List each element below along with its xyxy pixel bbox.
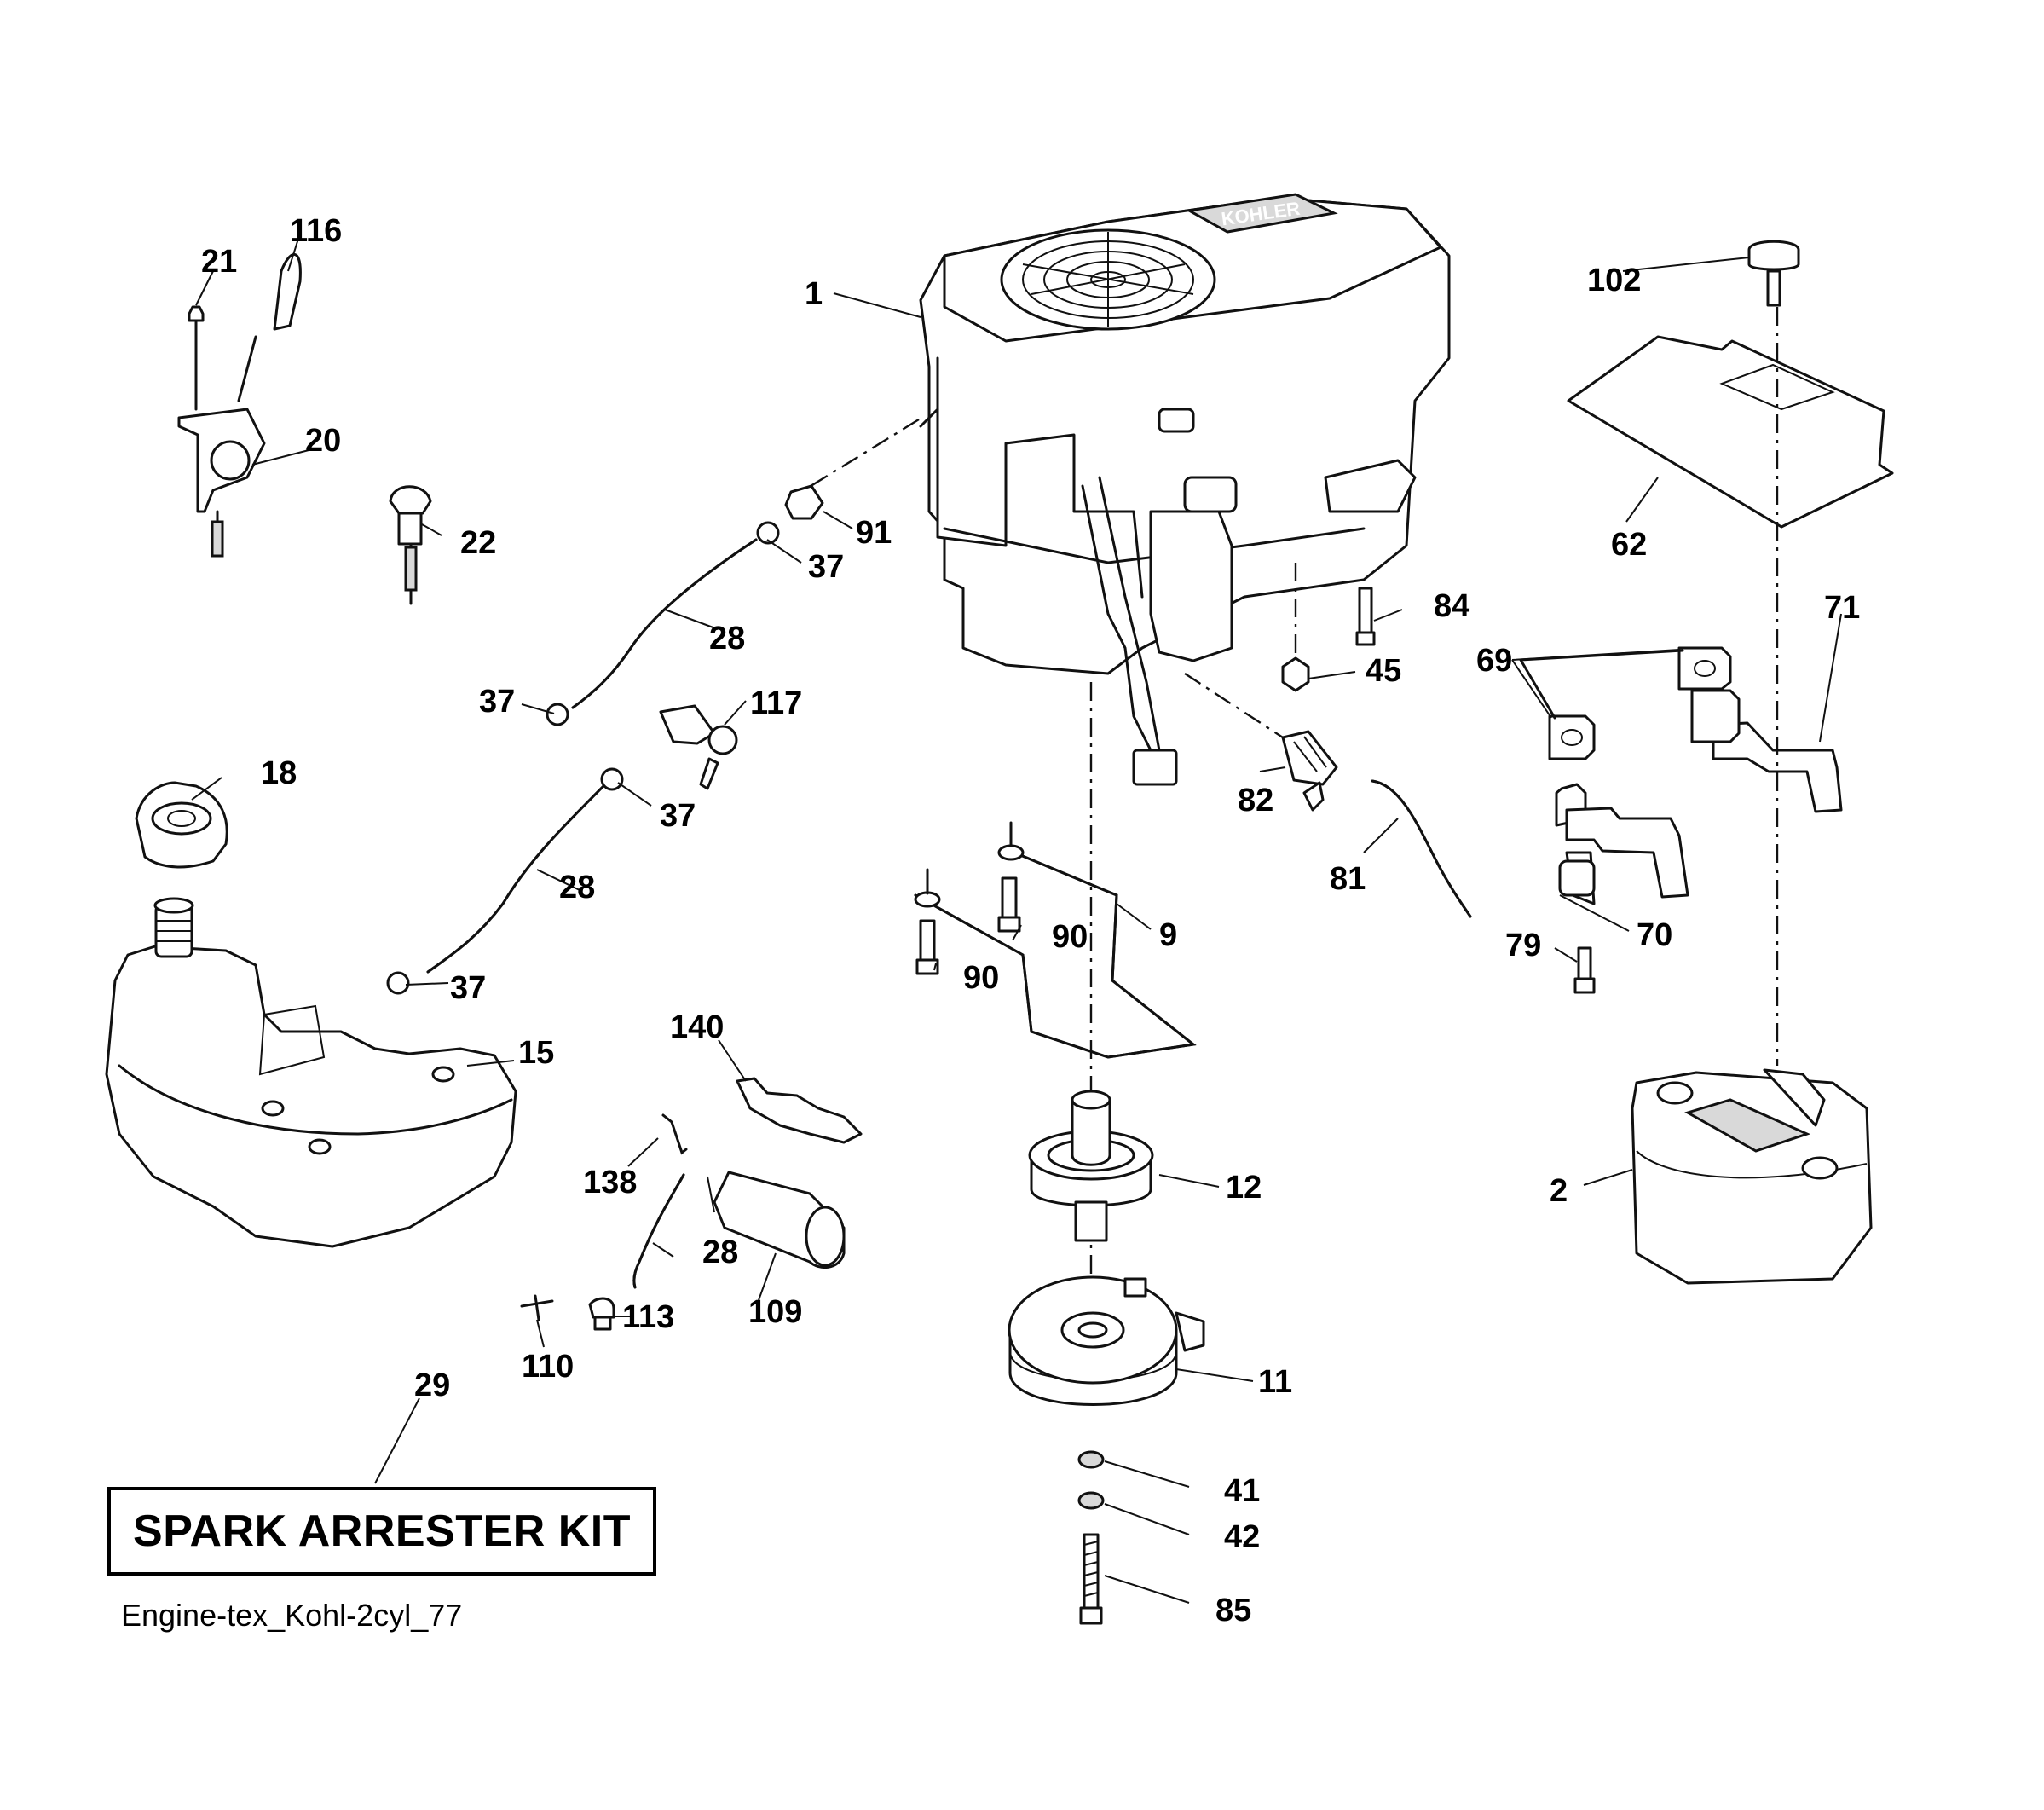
callout-45: 45	[1366, 653, 1402, 689]
callout-110: 110	[522, 1349, 575, 1385]
callout-84: 84	[1434, 588, 1470, 624]
heat-shield	[1567, 240, 1894, 529]
throttle-control-assembly	[177, 253, 302, 558]
bolts-and-nuts	[1281, 563, 1596, 994]
fuel-shutoff-valve	[659, 704, 738, 790]
fuel-hoses	[386, 521, 1472, 1289]
callout-116: 116	[290, 213, 343, 249]
callout-41: 41	[1224, 1473, 1261, 1509]
callout-21: 21	[201, 244, 238, 280]
callout-15: 15	[518, 1035, 555, 1071]
callout-69: 69	[1476, 643, 1513, 679]
callout-42: 42	[1224, 1519, 1261, 1555]
fuel-solenoid-parts	[520, 1077, 863, 1331]
fuel-cap	[135, 781, 228, 869]
callout-90b: 90	[963, 960, 1000, 996]
engine: KOHLER	[919, 193, 1451, 786]
callout-109: 109	[748, 1294, 803, 1330]
callout-20: 20	[305, 423, 342, 459]
callout-70: 70	[1637, 917, 1673, 953]
callout-29: 29	[414, 1368, 451, 1403]
callout-37d: 37	[450, 970, 487, 1006]
fuel-fitting	[784, 418, 920, 520]
callout-79: 79	[1505, 928, 1542, 963]
callout-11: 11	[1258, 1364, 1293, 1400]
callout-102: 102	[1587, 263, 1642, 298]
callout-62: 62	[1611, 527, 1648, 563]
callout-140: 140	[670, 1009, 725, 1045]
callout-37c: 37	[660, 798, 696, 834]
callout-18: 18	[261, 755, 297, 791]
fuel-tank	[105, 897, 517, 1248]
callout-117: 117	[750, 685, 803, 721]
pulley	[1028, 1090, 1154, 1242]
callout-37b: 37	[479, 684, 516, 720]
callout-2: 2	[1550, 1173, 1568, 1209]
callout-82: 82	[1238, 783, 1274, 818]
choke-knob	[389, 485, 432, 605]
callout-113: 113	[622, 1299, 675, 1335]
callout-37a: 37	[808, 549, 845, 585]
fuel-filter	[1184, 672, 1338, 812]
spark-arrester-kit-box: SPARK ARRESTER KIT	[107, 1487, 656, 1576]
callout-90a: 90	[1052, 919, 1088, 955]
washers-and-bolt	[1077, 1450, 1105, 1625]
drawing-filename: Engine-tex_Kohl-2cyl_77	[121, 1598, 463, 1633]
exhaust-pipes	[1519, 646, 1843, 905]
callout-9: 9	[1159, 917, 1178, 953]
callout-leaders	[191, 238, 1842, 1604]
muffler	[1631, 1068, 1873, 1285]
callout-28c: 28	[702, 1235, 739, 1270]
callout-28b: 28	[559, 870, 596, 905]
callout-12: 12	[1226, 1170, 1262, 1206]
callout-91: 91	[856, 515, 892, 551]
bracket	[914, 821, 1197, 1059]
electric-clutch	[1008, 1275, 1205, 1406]
callout-22: 22	[460, 525, 497, 561]
callout-28a: 28	[709, 621, 746, 656]
callout-138: 138	[583, 1165, 638, 1200]
callout-1: 1	[805, 276, 823, 312]
callout-85: 85	[1215, 1593, 1252, 1628]
callout-71: 71	[1824, 590, 1861, 626]
spark-arrester-kit-label: SPARK ARRESTER KIT	[133, 1506, 631, 1556]
callout-81: 81	[1330, 861, 1366, 897]
